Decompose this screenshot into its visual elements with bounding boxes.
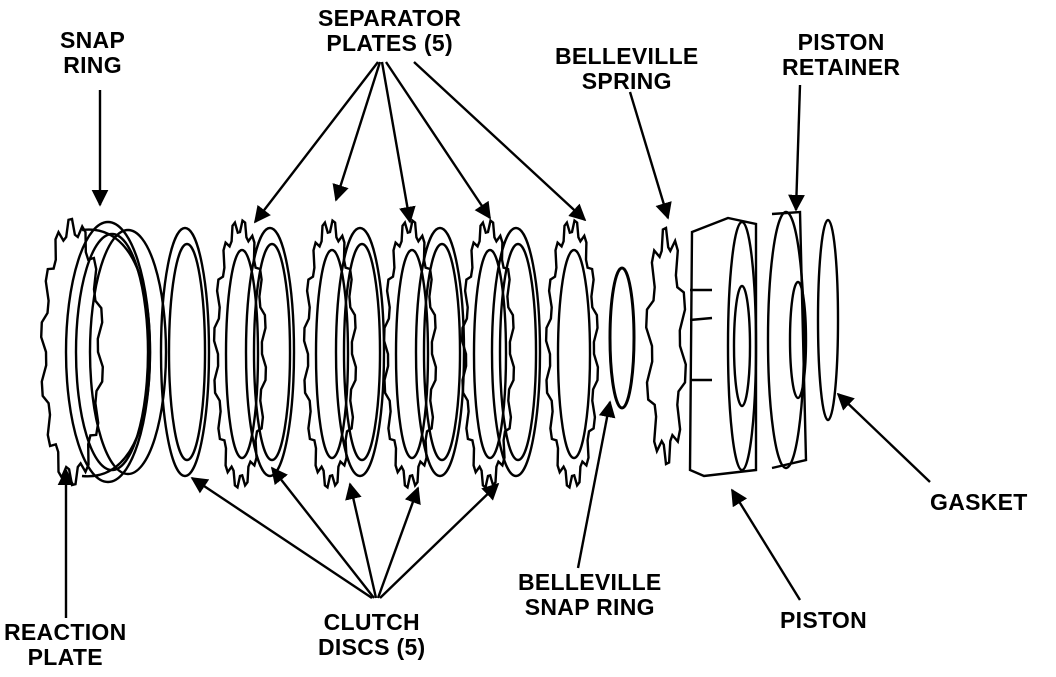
separator-plate-teeth [460,218,516,490]
piston-lugs [689,288,713,382]
piston-face [726,220,758,472]
belleville-spring-label: BELLEVILLE SPRING [555,44,699,94]
clutch-arrow-4 [376,486,421,599]
snap-ring [88,228,168,476]
gasket-ring [816,218,840,422]
clutch-disc-outer [334,226,386,478]
belleville-spring-arrow [628,91,672,220]
separator-plate-inner [394,248,430,460]
clutch-discs-label-line2: DISCS (5) [318,634,426,660]
clutch-discs-label-line1: CLUTCH [323,609,420,635]
separator-arrow-4 [385,61,491,220]
separator-plate-inner [472,248,508,460]
clutch-disc-outer [414,226,466,478]
piston-body [688,216,758,478]
clutch-disc-inner [252,242,292,462]
piston-label: PISTON [780,608,867,633]
belleville-spring [644,226,688,466]
clutch-arrow-1 [190,477,373,599]
clutch-disc-outer [244,226,296,478]
gasket-label: GASKET [930,490,1028,515]
snap-ring-label-line2: RING [63,52,122,78]
piston-retainer-label-line2: RETAINER [782,54,901,80]
clutch-arrow-2 [270,466,375,599]
separator-plates-label-line1: SEPARATOR [318,5,462,31]
clutch-discs-label: CLUTCH DISCS (5) [318,610,426,660]
separator-plates-label: SEPARATOR PLATES (5) [318,6,461,56]
belleville-spring-label-line1: BELLEVILLE [555,43,699,69]
separator-plate-inner [224,248,260,460]
belleville-spring-label-line2: SPRING [581,68,672,94]
snap-ring-label-line1: SNAP [60,27,126,53]
piston-label-line1: PISTON [780,607,868,633]
separator-plate-teeth [544,218,600,490]
separator-arrow-1 [253,61,379,224]
gasket-label-line1: GASKET [930,489,1028,515]
reaction-plate-label: REACTION PLATE [4,620,127,670]
separator-arrow-3 [380,61,416,224]
belleville-snap-ring-arrow [576,400,616,569]
piston-retainer-outer [766,210,806,470]
clutch-disc-inner [422,242,462,462]
snap-ring-label: SNAP RING [60,28,125,78]
belleville-snap-ring-label-line1: BELLEVILLE [518,569,662,595]
clutch-arrow-5 [379,482,500,599]
separator-plate-inner [314,248,350,460]
separator-arrow-5 [413,61,587,222]
piston-arrow [730,488,802,601]
belleville-snap-ring-label-line2: SNAP RING [524,594,655,620]
separator-plate-inner [556,248,592,460]
piston-retainer-arrow [788,84,805,212]
belleville-snap-ring-label: BELLEVILLE SNAP RING [518,570,662,620]
piston-retainer-bore [788,280,808,400]
piston-retainer-body [771,210,808,470]
reaction-plate-outer [64,220,152,484]
separator-plate-teeth [302,218,358,490]
piston-bore [732,284,752,408]
reaction-plate-lugs [39,217,105,487]
clutch-disc-inner [342,242,382,462]
separator-plates-label-line2: PLATES (5) [326,30,453,56]
separator-plate-teeth [212,218,268,490]
clutch-disc-outer [159,226,211,478]
clutch-disc-inner [167,242,207,462]
belleville-snap-ring [608,266,636,410]
clutch-disc-outer [490,226,542,478]
reaction-plate-label-line1: REACTION [4,619,127,645]
separator-plate-teeth [382,218,438,490]
clutch-disc-inner [498,242,538,462]
piston-retainer-label: PISTON RETAINER [782,30,900,80]
clutch-arrow-3 [345,482,378,599]
separator-arrow-2 [332,61,382,202]
reaction-plate-label-line2: PLATE [27,644,103,670]
gasket-arrow [836,392,931,483]
piston-retainer-label-line1: PISTON [797,29,885,55]
